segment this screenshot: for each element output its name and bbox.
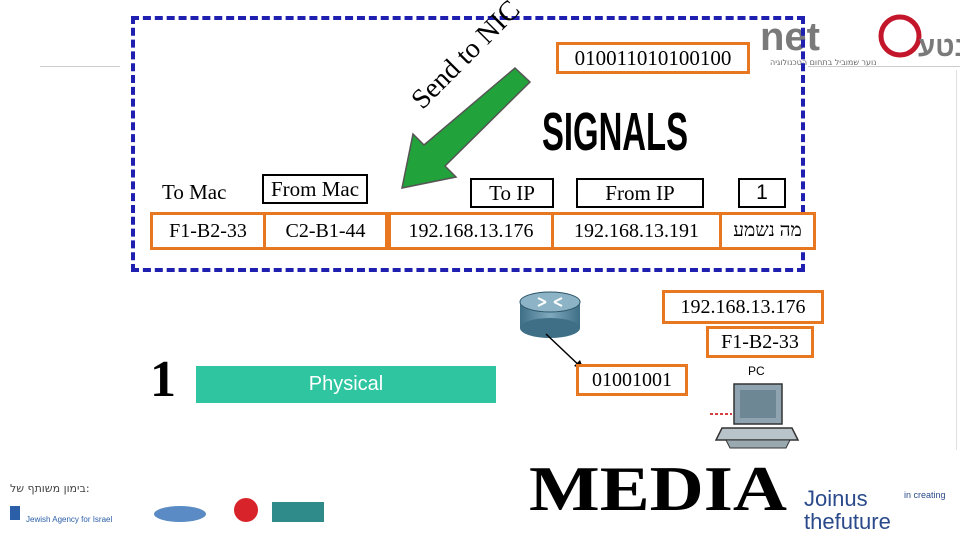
media-title: MEDIA xyxy=(529,454,787,516)
dest-mac-box: F1-B2-33 xyxy=(706,326,814,358)
bits-top-value: 010011010100100 xyxy=(574,45,732,70)
bits-bottom-box: 01001001 xyxy=(576,364,688,396)
pc-label: PC xyxy=(748,364,765,378)
neta-tagline: נוער שמוביל בתחום הטכנולוגיה xyxy=(770,58,877,67)
svg-text:MEDIA: MEDIA xyxy=(529,454,787,516)
bits-top-box: 010011010100100 xyxy=(556,42,750,74)
signals-title: SIGNALS xyxy=(542,102,688,160)
svg-text:thefuture: thefuture xyxy=(804,509,891,532)
header-to-ip: To IP xyxy=(470,178,554,208)
sponsors-strip: בימון משותף של: Jewish Agency for Israel xyxy=(10,482,324,524)
svg-text:net: net xyxy=(760,15,820,59)
svg-text:in creating: in creating xyxy=(904,490,946,500)
value-to-ip: 192.168.13.176 xyxy=(388,212,554,250)
header-sequence: 1 xyxy=(738,178,786,208)
dest-ip-box: 192.168.13.176 xyxy=(662,290,824,324)
neta-logo: net נטע xyxy=(760,14,960,62)
side-divider xyxy=(956,70,957,450)
header-divider-left xyxy=(40,66,120,67)
svg-text:בימון משותף של:: בימון משותף של: xyxy=(10,482,90,495)
value-message: מה נשמע xyxy=(722,212,816,250)
header-from-mac: From Mac xyxy=(262,174,368,204)
value-from-mac: C2-B1-44 xyxy=(266,212,388,250)
join-us-logo: Joinus in creating thefuture xyxy=(804,486,946,532)
svg-text:נטע: נטע xyxy=(918,31,960,62)
router-icon xyxy=(519,291,581,338)
header-to-mac: To Mac xyxy=(162,180,227,204)
layer-number: 1 xyxy=(150,351,176,408)
physical-layer-bar: Physical xyxy=(196,366,496,403)
value-from-ip: 192.168.13.191 xyxy=(554,212,722,250)
send-arrow-icon xyxy=(401,66,532,189)
header-from-ip: From IP xyxy=(576,178,704,208)
packet-frame xyxy=(131,16,805,272)
svg-text:Jewish Agency for Israel: Jewish Agency for Israel xyxy=(26,515,112,524)
header-divider-right xyxy=(808,66,960,67)
pc-icon xyxy=(714,383,800,449)
value-to-mac: F1-B2-33 xyxy=(150,212,266,250)
svg-text:Joinus: Joinus xyxy=(804,486,868,511)
svg-text:SIGNALS: SIGNALS xyxy=(542,102,688,160)
